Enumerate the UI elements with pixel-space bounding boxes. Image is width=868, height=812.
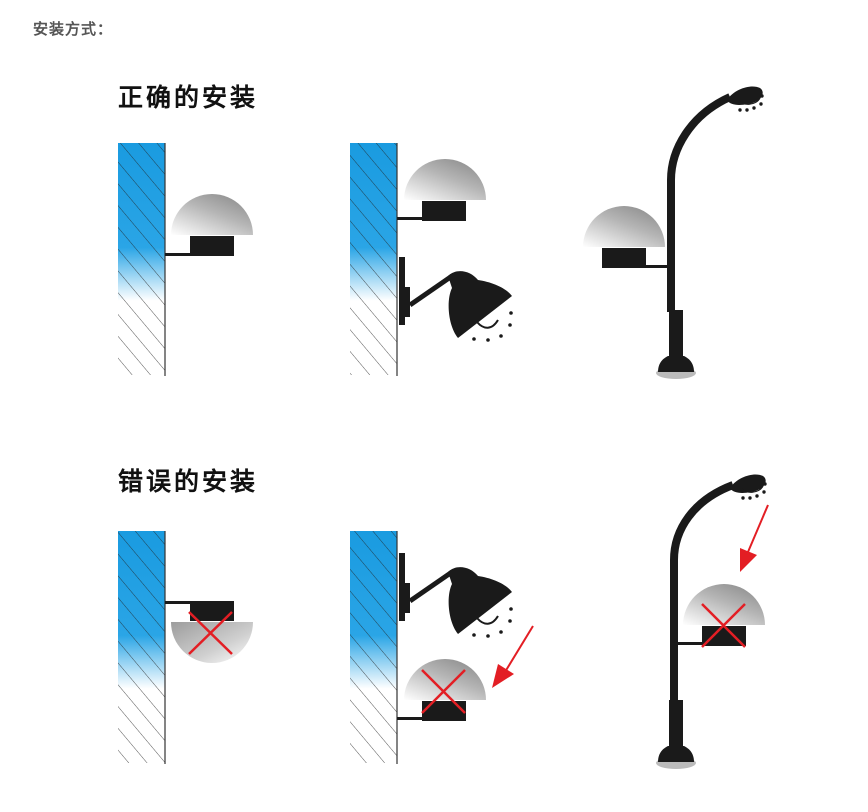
correct-figure-wall-mount — [118, 143, 253, 376]
correct-installation-title: 正确的安装 — [118, 83, 259, 112]
red-cross-icon — [421, 669, 466, 714]
red-cross-icon — [701, 603, 746, 648]
wrong-figure-shade-down — [118, 531, 253, 764]
red-arrow-icon — [492, 625, 534, 688]
correct-figure-pole-mount — [583, 86, 764, 379]
wrong-installation-title: 错误的安装 — [118, 467, 259, 496]
wall-lamp-icon — [399, 553, 513, 638]
page-heading: 安装方式： — [33, 20, 114, 38]
wrong-figure-pole-below-lamp — [656, 474, 769, 769]
wall-lamp-icon — [399, 257, 513, 342]
wrong-figure-below-wall-lamp — [350, 531, 534, 764]
red-arrow-icon — [740, 504, 769, 572]
red-cross-icon — [188, 611, 233, 655]
correct-figure-wall-mount-with-lamp — [350, 143, 513, 376]
